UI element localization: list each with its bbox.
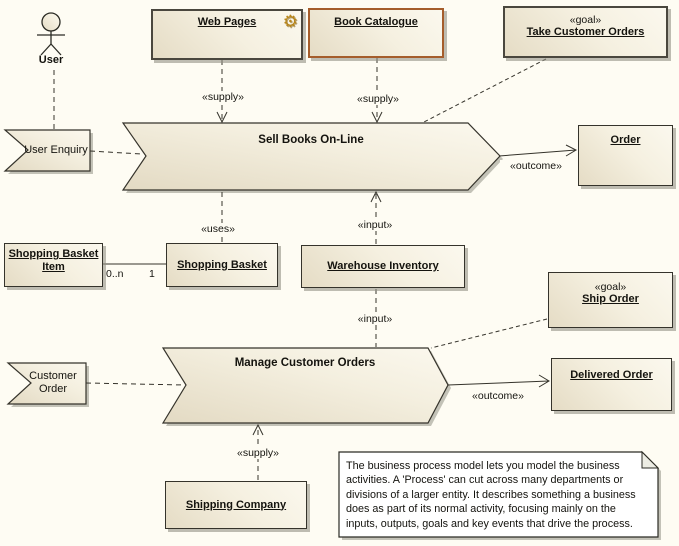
connector-label-input: «input» [341,313,409,325]
object-label: Delivered Order [570,369,653,381]
process-sell-books-online[interactable] [121,122,501,191]
connector-goal-ship-order[interactable] [430,318,548,349]
stereotype-label: «goal» [594,281,627,293]
object-web-pages[interactable]: Web Pages ⚙ [151,9,303,60]
connector-label-uses: «uses» [185,223,251,235]
connector-user-enquiry-to-sell-books[interactable] [89,150,142,155]
actor-user-label: User [38,54,64,66]
connector-label-input: «input» [341,219,409,231]
stereotype-label: «goal» [569,14,602,26]
connector-outcome-delivered-order[interactable] [447,374,550,388]
object-label: Warehouse Inventory [327,260,439,272]
object-label: Shopping Basket [8,248,99,260]
object-label: Shopping Basket [177,258,267,271]
multiplicity-label: 0..n [106,268,124,280]
object-label: Order [610,134,641,146]
object-label: Take Customer Orders [526,26,645,38]
object-warehouse-inventory[interactable]: Warehouse Inventory [301,245,465,288]
object-shipping-company[interactable]: Shipping Company [165,481,307,529]
connector-label-outcome: «outcome» [500,160,572,172]
object-book-catalogue[interactable]: Book Catalogue [308,8,444,58]
object-label: Book Catalogue [334,16,418,28]
connector-label-supply: «supply» [342,93,414,105]
connector-label-outcome: «outcome» [462,390,534,402]
connector-input-warehouse-to-sell-books[interactable] [370,190,382,244]
object-label: Item [42,261,65,273]
connector-label-supply: «supply» [222,447,294,459]
process-label-sell-books: Sell Books On-Line [258,134,364,146]
process-manage-customer-orders[interactable] [161,347,449,424]
note-fold-corner [641,450,660,469]
event-label-customer-order: Customer Order [29,370,77,395]
connector-supply-book-catalogue[interactable] [371,58,383,124]
object-label: Ship Order [582,293,639,305]
process-label-manage-orders: Manage Customer Orders [234,357,376,369]
connector-customer-order-to-manage[interactable] [85,382,186,386]
object-shopping-basket[interactable]: Shopping Basket [166,243,278,287]
object-label: Shipping Company [185,498,287,511]
connector-outcome-order[interactable] [498,144,578,157]
note-element[interactable] [338,451,659,538]
object-delivered-order[interactable]: Delivered Order [551,358,672,411]
event-label-user-enquiry: User Enquiry [24,144,88,156]
event-customer-order[interactable] [6,362,87,405]
multiplicity-label: 1 [149,268,155,280]
goal-ship-order[interactable]: «goal» Ship Order [548,272,673,328]
connector-label-supply: «supply» [187,91,259,103]
gears-icon: ⚙ [282,12,298,31]
object-shopping-basket-item[interactable]: Shopping Basket Item [4,243,103,287]
event-user-enquiry[interactable] [3,129,91,172]
object-order[interactable]: Order [578,125,673,186]
note-text: The business process model lets you mode… [346,460,636,530]
actor-user-figure[interactable] [37,12,65,56]
object-label: Web Pages [197,16,257,28]
connector-goal-take-customer-orders[interactable] [423,58,547,123]
goal-take-customer-orders[interactable]: «goal» Take Customer Orders [503,6,668,58]
